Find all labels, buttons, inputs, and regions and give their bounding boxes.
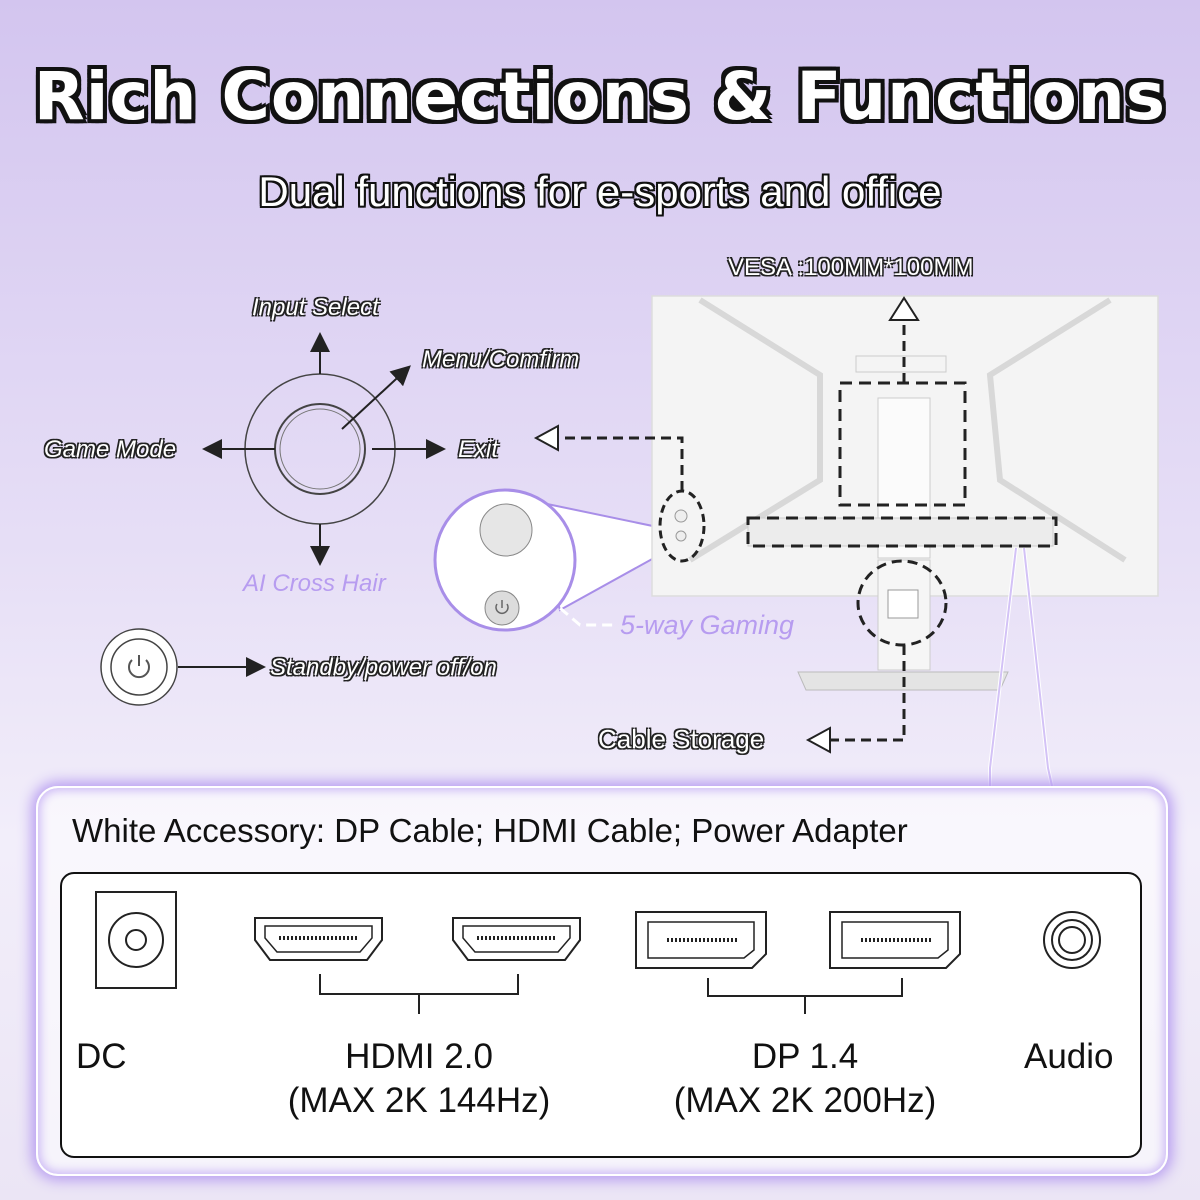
page-subtitle: Dual functions for e-sports and office [258, 168, 942, 215]
dc-label: DC [76, 1037, 127, 1076]
input-select-label: Input Select [252, 294, 379, 321]
audio-port-icon [1043, 911, 1101, 969]
cable-storage-label: Cable Storage [598, 724, 765, 754]
power-button-icon [100, 628, 266, 706]
dp-port-1-icon [635, 911, 767, 969]
port-strip: DC HDMI 2.0 (MAX 2K 144Hz) DP 1.4 (MAX 2… [60, 872, 1142, 1158]
five-way-gaming-label: 5-way Gaming [620, 610, 795, 640]
monitor-back-illustration [533, 295, 1159, 787]
joystick-diagram [202, 332, 446, 566]
accessory-text: White Accessory: DP Cable; HDMI Cable; P… [72, 812, 908, 849]
port-icons [95, 891, 1101, 1014]
hdmi-port-2-icon [452, 917, 581, 961]
dp-port-2-icon [829, 911, 961, 969]
exit-label: Exit [458, 436, 499, 463]
page-title: Rich Connections & Functions [33, 58, 1167, 135]
hdmi-port-1-icon [254, 917, 383, 961]
hdmi-label: HDMI 2.0 [345, 1037, 493, 1076]
audio-label: Audio [1024, 1037, 1114, 1076]
hdmi-sub-label: (MAX 2K 144Hz) [287, 1081, 551, 1120]
game-mode-label: Game Mode [44, 436, 177, 463]
vesa-label: VESA :100MM*100MM [728, 254, 974, 281]
power-label: Standby/power off/on [270, 654, 497, 681]
joystick-magnifier [433, 488, 673, 632]
dp-sub-label: (MAX 2K 200Hz) [673, 1081, 937, 1120]
menu-confirm-label: Menu/Comfirm [422, 346, 580, 373]
ai-cross-hair-label: AI Cross Hair [243, 570, 386, 597]
dp-label: DP 1.4 [751, 1037, 859, 1076]
dc-port-icon [95, 891, 177, 989]
